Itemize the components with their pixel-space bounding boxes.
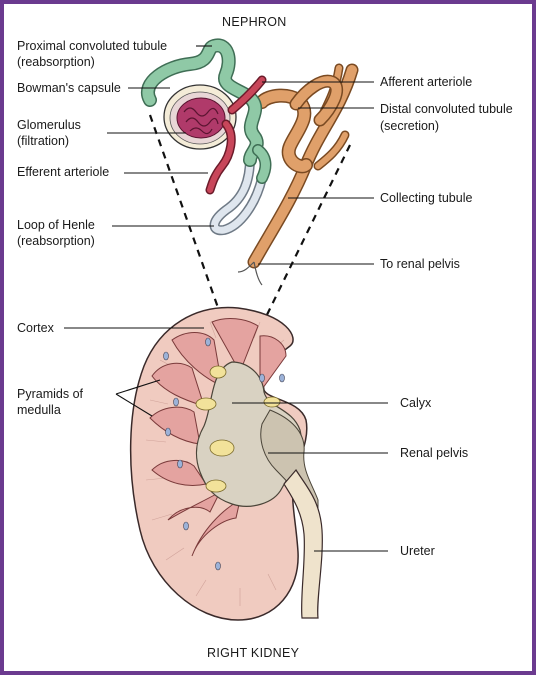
label-bowmans-capsule: Bowman's capsule xyxy=(17,81,121,95)
leader-lines xyxy=(64,45,388,552)
label-cortex: Cortex xyxy=(17,321,54,335)
label-proximal-reabsorption: (reabsorption) xyxy=(17,55,95,69)
label-distal-convoluted-tubule: Distal convoluted tubule xyxy=(380,102,513,116)
medulla-pyramids xyxy=(149,318,287,557)
nephron-title: NEPHRON xyxy=(222,15,287,29)
label-afferent-arteriole: Afferent arteriole xyxy=(380,75,473,89)
label-glomerulus: Glomerulus xyxy=(17,118,81,132)
label-calyx: Calyx xyxy=(400,396,432,410)
label-to-renal-pelvis: To renal pelvis xyxy=(380,257,460,271)
nephron-illustration xyxy=(141,38,359,286)
kidney-title: RIGHT KIDNEY xyxy=(207,646,300,660)
ureter xyxy=(283,468,323,619)
label-loop-of-henle: Loop of Henle xyxy=(17,218,95,232)
label-distal-secretion: (secretion) xyxy=(380,119,440,133)
label-loop-reabsorption: (reabsorption) xyxy=(17,234,95,248)
kidney-illustration xyxy=(129,306,323,621)
label-medulla: medulla xyxy=(17,403,61,417)
glomerulus xyxy=(176,97,226,139)
label-glomerulus-filtration: (filtration) xyxy=(17,134,70,148)
label-proximal-convoluted-tubule: Proximal convoluted tubule xyxy=(17,39,168,53)
label-efferent-arteriole: Efferent arteriole xyxy=(17,165,110,179)
label-pyramids-of: Pyramids of xyxy=(17,387,83,401)
label-renal-pelvis: Renal pelvis xyxy=(400,446,469,460)
label-collecting-tubule: Collecting tubule xyxy=(380,191,473,205)
label-ureter: Ureter xyxy=(400,544,435,558)
